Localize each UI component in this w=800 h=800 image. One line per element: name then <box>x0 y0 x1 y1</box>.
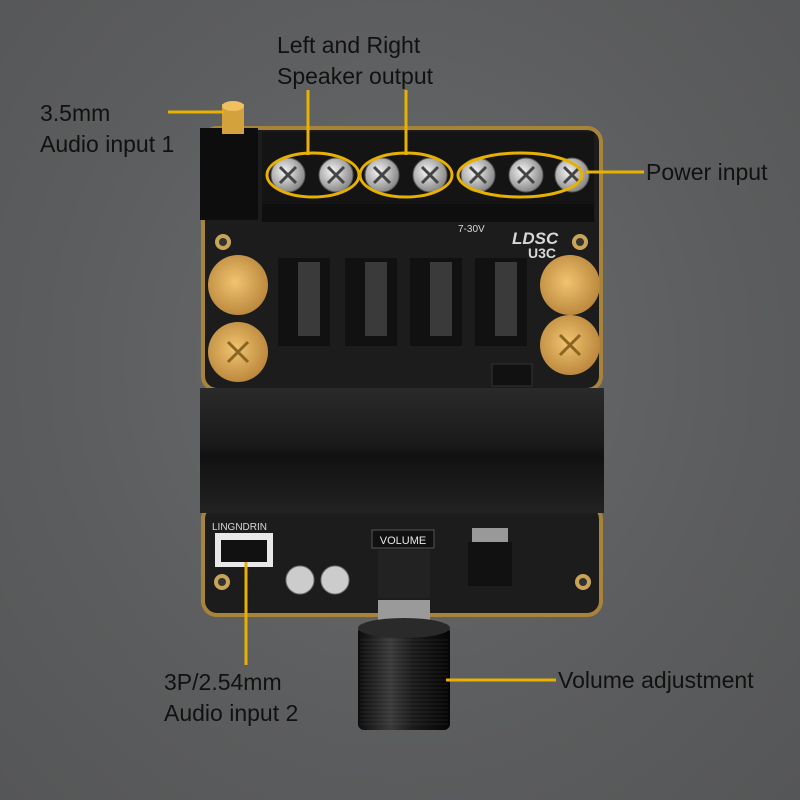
screw-terminal-block <box>262 132 594 222</box>
screw-slot <box>326 165 346 185</box>
label-audio-input-2-line1: 3P/2.54mm <box>164 669 282 695</box>
chips <box>278 258 533 387</box>
screw-slot <box>372 165 392 185</box>
label-speaker-output: Left and Right Speaker output <box>277 30 433 92</box>
audio-jack <box>200 101 258 220</box>
label-audio-input-1-line2: Audio input 1 <box>40 131 175 157</box>
screw-slot <box>516 165 536 185</box>
label-power-input-line1: Power input <box>646 159 768 185</box>
callout-highlights <box>265 151 584 199</box>
label-volume-adjustment: Volume adjustment <box>558 665 754 696</box>
board-logo: LDSC <box>512 229 559 248</box>
label-audio-input-1: 3.5mm Audio input 1 <box>40 98 174 160</box>
board-model: U3C <box>528 245 556 261</box>
label-speaker-output-line1: Left and Right <box>277 32 421 58</box>
screw-slot <box>562 165 582 185</box>
screw-slot <box>420 165 440 185</box>
capacitors <box>208 255 600 595</box>
board-voltage: 7-30V <box>458 224 485 235</box>
label-speaker-output-line2: Speaker output <box>277 63 434 89</box>
label-audio-input-2: 3P/2.54mm Audio input 2 <box>164 667 298 729</box>
label-power-input: Power input <box>646 157 767 188</box>
pin-header <box>215 533 273 567</box>
volume-silk: VOLUME <box>380 535 426 547</box>
heatsink <box>200 388 604 513</box>
volume-potentiometer: VOLUME <box>358 529 450 730</box>
label-volume-adjustment-line1: Volume adjustment <box>558 667 754 693</box>
label-audio-input-1-line1: 3.5mm <box>40 100 111 126</box>
screw-slot <box>468 165 488 185</box>
label-audio-input-2-line2: Audio input 2 <box>164 700 299 726</box>
screw-slot <box>278 165 298 185</box>
header-silk: LINGNDRIN <box>212 522 267 533</box>
callout-lines <box>168 90 644 682</box>
regulator <box>468 528 512 586</box>
